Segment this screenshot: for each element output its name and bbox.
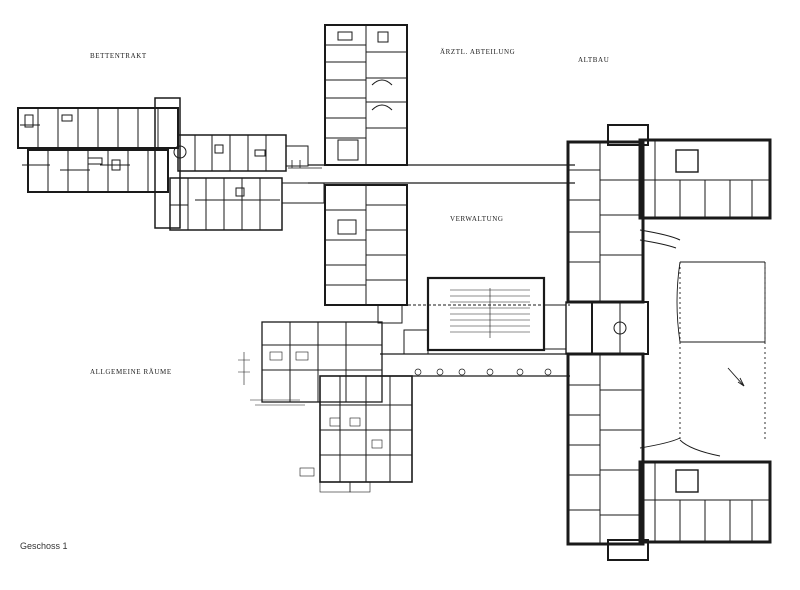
- label-general-rooms: ALLGEMEINE RÄUME: [90, 368, 172, 376]
- old-building: [566, 124, 772, 561]
- admin-wing: [324, 184, 570, 324]
- medical-wing: [324, 24, 408, 166]
- label-beds-wing: BETTENTRAKT: [90, 52, 147, 60]
- label-admin-wing: VERWALTUNG: [450, 215, 504, 223]
- beds-wing: [17, 97, 309, 231]
- floor-caption: Geschoss 1: [20, 541, 68, 551]
- general-rooms: [238, 321, 413, 493]
- label-medical-wing: ÄRZTL. ABTEILUNG: [440, 48, 516, 56]
- label-old-building: ALTBAU: [578, 56, 610, 64]
- hall: [403, 276, 567, 355]
